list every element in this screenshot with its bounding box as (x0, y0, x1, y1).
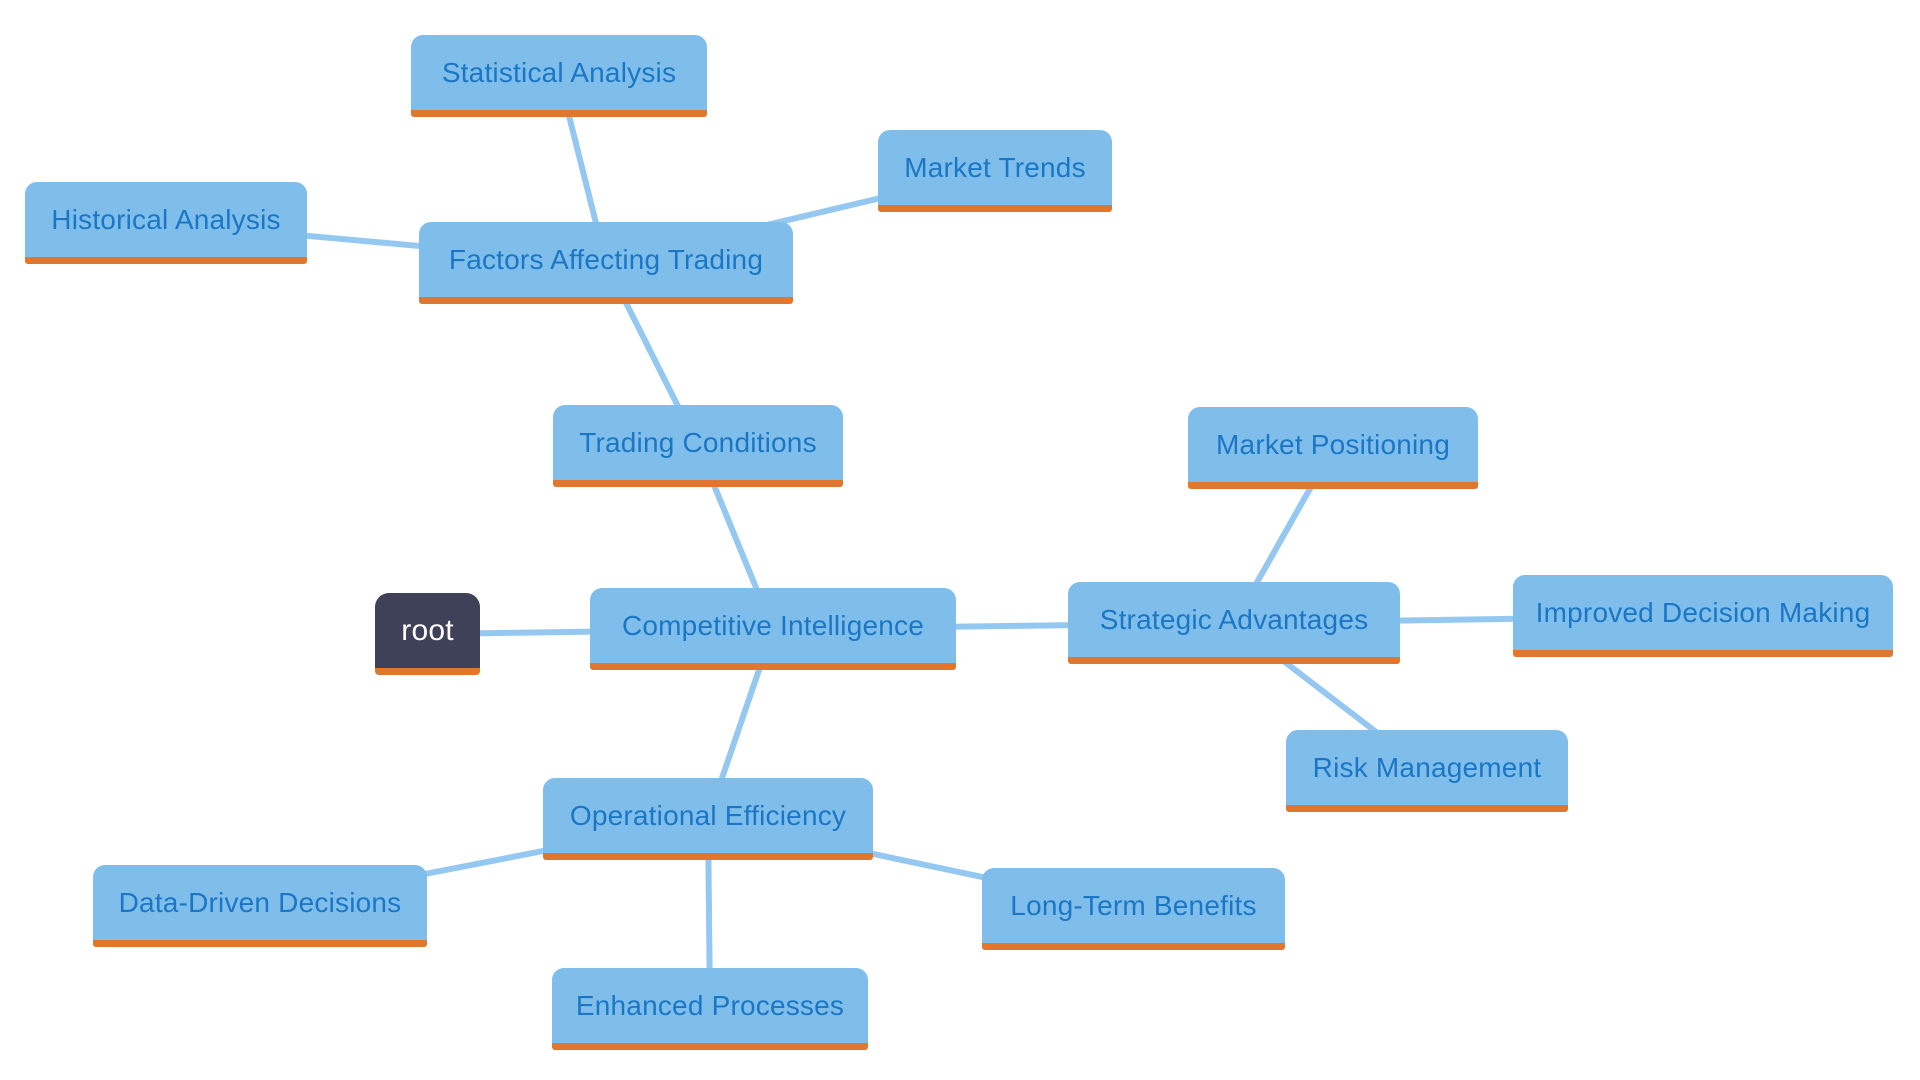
mindmap-node-market-positioning: Market Positioning (1188, 407, 1478, 489)
mindmap-node-market-trends: Market Trends (878, 130, 1112, 212)
mindmap-node-strategic-advantages: Strategic Advantages (1068, 582, 1400, 664)
mindmap-node-data-driven-decisions: Data-Driven Decisions (93, 865, 427, 947)
mindmap-node-factors-affecting-trading: Factors Affecting Trading (419, 222, 793, 304)
node-label-market-positioning: Market Positioning (1216, 428, 1450, 460)
node-label-historical-analysis: Historical Analysis (51, 203, 281, 235)
node-label-statistical-analysis: Statistical Analysis (441, 56, 677, 88)
node-label-trading-conditions: Trading Conditions (579, 426, 817, 458)
mindmap-node-trading-conditions: Trading Conditions (553, 405, 843, 487)
node-label-data-driven-decisions: Data-Driven Decisions (118, 886, 402, 918)
node-label-root: root (401, 613, 454, 647)
node-label-improved-decision-making: Improved Decision Making (1535, 596, 1871, 628)
mindmap-node-historical-analysis: Historical Analysis (25, 182, 307, 264)
mindmap-node-operational-efficiency: Operational Efficiency (543, 778, 873, 860)
mindmap-node-competitive-intelligence: Competitive Intelligence (590, 588, 956, 670)
mindmap-node-enhanced-processes: Enhanced Processes (552, 968, 868, 1050)
node-label-factors-affecting-trading: Factors Affecting Trading (448, 243, 764, 275)
node-label-strategic-advantages: Strategic Advantages (1099, 603, 1369, 635)
node-label-competitive-intelligence: Competitive Intelligence (621, 609, 925, 641)
mindmap-node-root: root (375, 593, 480, 675)
mindmap-node-improved-decision-making: Improved Decision Making (1513, 575, 1893, 657)
node-label-long-term-benefits: Long-Term Benefits (1010, 889, 1257, 921)
mindmap-node-risk-management: Risk Management (1286, 730, 1568, 812)
node-label-market-trends: Market Trends (904, 151, 1086, 183)
mindmap-node-long-term-benefits: Long-Term Benefits (982, 868, 1285, 950)
node-label-enhanced-processes: Enhanced Processes (575, 989, 845, 1021)
node-label-operational-efficiency: Operational Efficiency (569, 799, 847, 831)
mindmap-node-statistical-analysis: Statistical Analysis (411, 35, 707, 117)
node-label-risk-management: Risk Management (1312, 751, 1542, 783)
